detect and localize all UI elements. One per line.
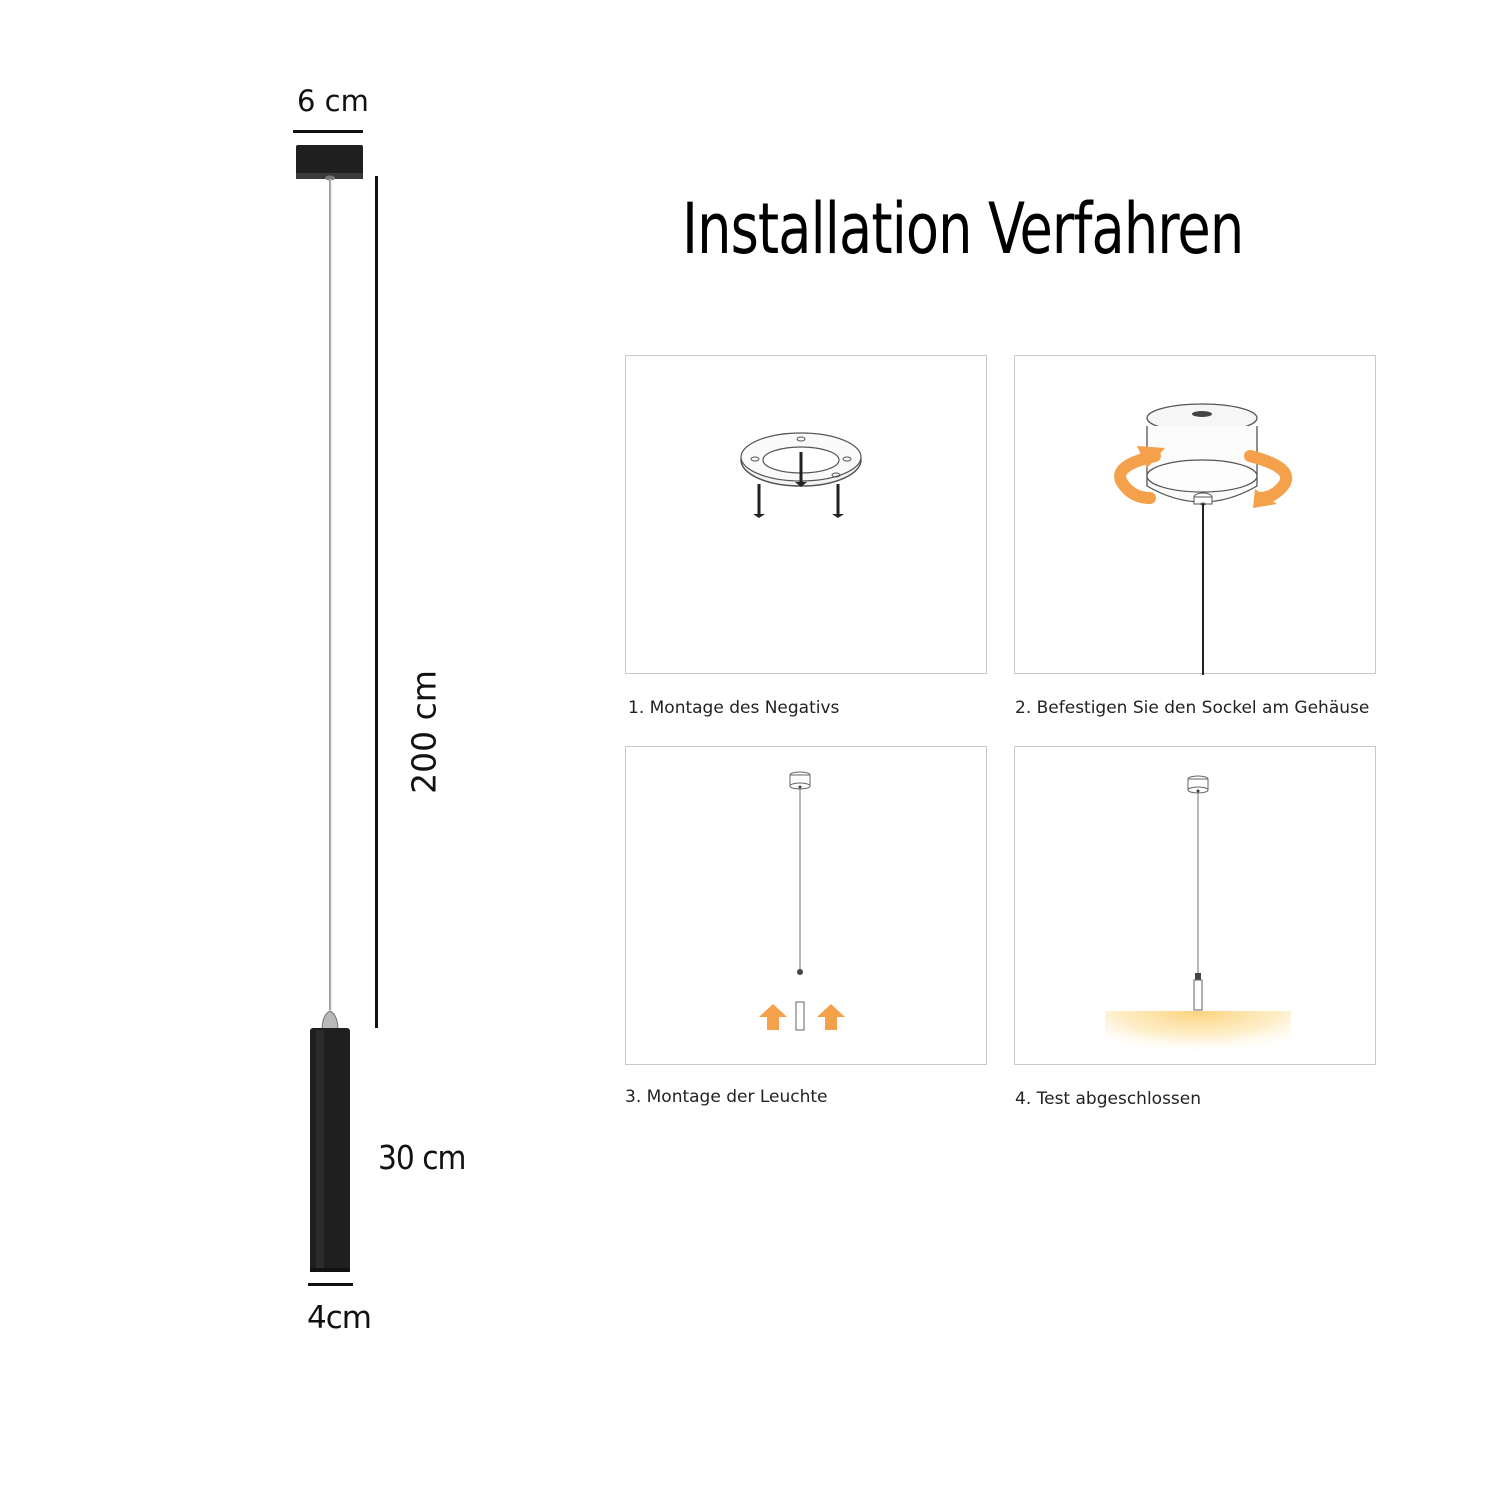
- step-2-caption: 2. Befestigen Sie den Sockel am Gehäuse: [1015, 698, 1370, 718]
- step-3-caption: 3. Montage der Leuchte: [625, 1087, 828, 1107]
- dimension-line-bottom: [308, 1283, 353, 1286]
- page-title: Installation Verfahren: [682, 188, 1244, 270]
- ceiling-plate-with-screws-icon: [740, 432, 862, 518]
- step-3-panel: [625, 746, 987, 1065]
- step-1-caption: 1. Montage des Negativs: [628, 698, 840, 718]
- dimension-body-width: 4cm: [307, 1300, 372, 1336]
- dimension-line-cable: [375, 176, 378, 1028]
- step-1-panel: [625, 355, 987, 674]
- step-2-panel: [1014, 355, 1376, 675]
- step-4-caption: 4. Test abgeschlossen: [1015, 1089, 1202, 1109]
- step-4-panel: [1014, 746, 1376, 1066]
- dimension-line-top: [293, 130, 363, 133]
- push-up-arrows-icon: [759, 771, 845, 1031]
- pendant-lamp-icon: [296, 145, 363, 1272]
- dimension-cable-length: 200 cm: [404, 670, 444, 794]
- dimension-body-length: 30 cm: [378, 1138, 466, 1177]
- light-glow-icon: [1105, 775, 1291, 1066]
- rotate-base-arrows-icon: [1114, 403, 1293, 675]
- dimension-top-width: 6 cm: [297, 84, 369, 118]
